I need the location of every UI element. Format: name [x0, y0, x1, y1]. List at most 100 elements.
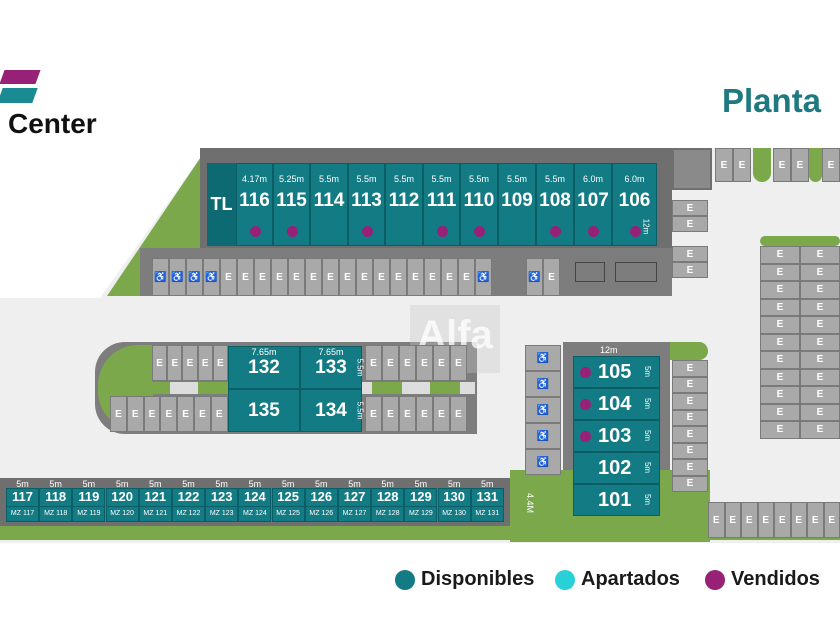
- unit-125[interactable]: 125 MZ 125: [271, 488, 305, 522]
- unit-width: 5m: [381, 479, 394, 489]
- parking-space: E: [672, 246, 708, 262]
- parking-space: E: [708, 502, 725, 538]
- parking-label: E: [182, 408, 189, 420]
- unit-number: 125: [272, 489, 304, 507]
- parking-space: E: [450, 396, 467, 432]
- unit-width: 5.5m: [318, 174, 339, 184]
- parking-space: E: [791, 148, 809, 182]
- parking-space: E: [210, 396, 228, 432]
- parking-space: E: [672, 376, 708, 393]
- sold-marker: [286, 226, 298, 237]
- unit-width: 5m: [49, 479, 62, 489]
- unit-114[interactable]: 5.5m 114: [310, 163, 348, 246]
- parking-space: E: [382, 396, 399, 432]
- unit-number: 110: [463, 190, 495, 211]
- unit-135[interactable]: 135: [228, 389, 300, 432]
- parking-label: E: [816, 424, 824, 436]
- parking-label: E: [776, 249, 784, 261]
- parking-label: E: [446, 271, 453, 283]
- parking-label: E: [776, 354, 784, 366]
- unit-sub: MZ 125: [276, 510, 300, 517]
- unit-number: 104: [598, 393, 632, 415]
- legend-dot-apartados: [555, 570, 575, 590]
- parking-space: E: [373, 258, 390, 296]
- parking-space: E: [672, 262, 708, 278]
- unit-number: 124: [239, 489, 271, 507]
- unit-number: 131: [471, 489, 503, 507]
- parking-space: E: [760, 351, 800, 369]
- unit-sub: MZ 120: [110, 510, 134, 517]
- sold-marker: [580, 431, 591, 442]
- parking-space: E: [433, 345, 450, 381]
- parking-space: E: [760, 263, 800, 281]
- parking-label: E: [712, 514, 720, 526]
- parking-label: E: [171, 357, 179, 369]
- unit-width: 5m: [447, 479, 461, 489]
- parking-label: E: [795, 514, 803, 526]
- parking-label: E: [686, 362, 694, 374]
- unit-number: 130: [438, 489, 470, 507]
- parking-label: E: [404, 357, 411, 369]
- green-bump: [809, 148, 822, 182]
- accessible-parking-icon: ♿: [152, 258, 169, 296]
- loading-dock-box: [575, 262, 605, 282]
- parking-label: E: [816, 301, 824, 313]
- parking-label: E: [455, 357, 462, 369]
- unit-130[interactable]: 130 MZ 130: [437, 488, 471, 522]
- parking-label: E: [438, 408, 445, 420]
- parking-space: E: [800, 281, 840, 299]
- unit-sub: MZ 130: [442, 510, 466, 517]
- parking-label: E: [762, 514, 770, 526]
- parking-label: E: [776, 406, 784, 418]
- parking-space: E: [760, 316, 800, 334]
- parking-label: E: [686, 428, 694, 440]
- parking-space: E: [760, 281, 800, 299]
- parking-space: E: [339, 258, 356, 296]
- parking-label: E: [776, 389, 784, 401]
- parking-space: E: [800, 386, 840, 404]
- parking-label: E: [738, 159, 746, 171]
- parking-label: E: [686, 478, 694, 490]
- accessible-parking-icon: ♿: [525, 371, 561, 397]
- parking-label: E: [745, 514, 753, 526]
- parking-label: E: [720, 159, 728, 171]
- parking-label: E: [387, 357, 394, 369]
- parking-label: E: [463, 271, 470, 283]
- unit-number: 127: [339, 489, 370, 507]
- parking-label: E: [776, 284, 784, 296]
- unit-number: 114: [313, 190, 345, 211]
- column-width-label: 12m: [600, 345, 618, 355]
- parking-space: E: [800, 263, 840, 281]
